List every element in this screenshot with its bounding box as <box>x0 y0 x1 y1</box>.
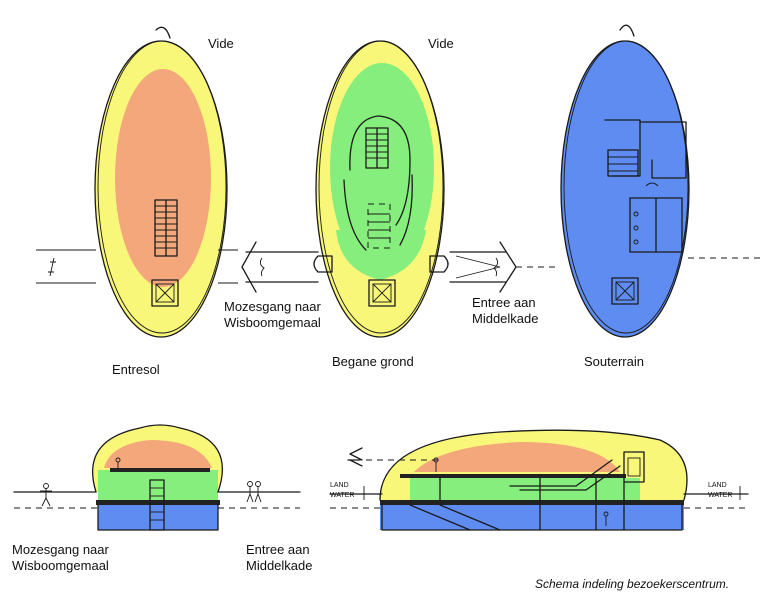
begane-grond-label: Begane grond <box>332 354 414 369</box>
entree-corridor <box>449 241 517 293</box>
water-left-mark: WATER <box>330 492 355 499</box>
section-right-ground-zone <box>410 478 640 500</box>
water-right-mark: WATER <box>708 492 733 499</box>
section-left-ground-zone <box>98 470 218 500</box>
land-left-mark: LAND <box>330 482 349 489</box>
entresol-label: Entresol <box>112 362 160 377</box>
begane-grond-lift <box>368 279 396 307</box>
mozesgang-section-label: Mozesgang naar Wisboomgemaal <box>12 542 109 573</box>
entree-section-label: Entree aan Middelkade <box>246 542 313 573</box>
section-right-entresol-zone <box>414 442 620 472</box>
figure-caption: Schema indeling bezoekerscentrum. <box>535 577 730 591</box>
entresol-vide-note: Vide <box>208 36 234 51</box>
begane-grond-vide-note: Vide <box>428 36 454 51</box>
begane-grond-stair-lower <box>367 203 391 249</box>
entresol-lift <box>151 279 179 307</box>
section-right <box>329 429 749 531</box>
souterrain-plan <box>560 24 762 338</box>
begane-grond-plan <box>241 40 558 338</box>
entree-plan-label: Entree aan Middelkade <box>472 295 539 326</box>
souterrain-lift <box>611 277 639 305</box>
souterrain-label: Souterrain <box>584 354 644 369</box>
begane-grond-stair-upper <box>365 127 389 169</box>
souterrain-rooms <box>604 119 687 253</box>
section-left-entresol-zone <box>104 440 212 468</box>
mozesgang-plan-label: Mozesgang naar Wisboomgemaal <box>224 299 321 330</box>
entresol-stair <box>154 199 178 257</box>
mozesgang-corridor <box>241 241 319 293</box>
land-right-mark: LAND <box>708 482 727 489</box>
souterrain-floor-zone <box>561 41 689 337</box>
entresol-plan <box>36 26 238 338</box>
section-left <box>13 424 301 531</box>
entresol-floor-zone <box>115 69 211 287</box>
